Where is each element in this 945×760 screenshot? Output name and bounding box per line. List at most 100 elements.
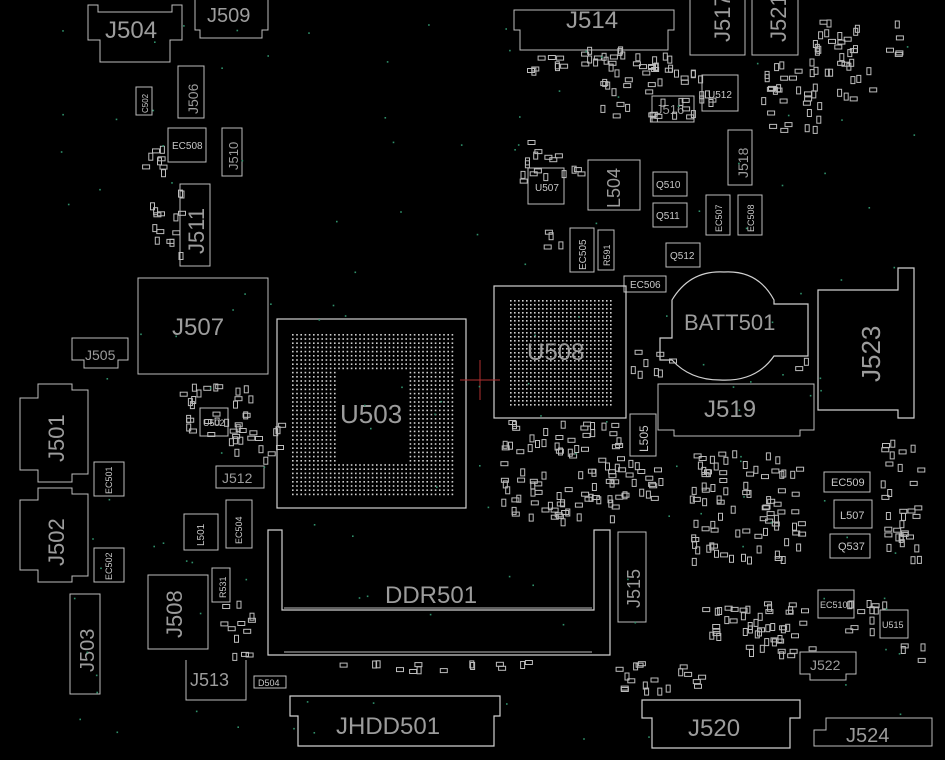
test-point [95, 674, 98, 677]
passive-pad [215, 384, 224, 390]
component-U507[interactable]: U507 [527, 167, 565, 205]
passive-pad [541, 471, 547, 480]
test-point [845, 684, 847, 686]
component-EC501[interactable]: EC501 [93, 461, 125, 497]
label-C502: C502 [141, 93, 150, 113]
passive-pad [777, 509, 786, 515]
component-Q510[interactable]: Q510 [652, 171, 688, 197]
component-J523[interactable]: J523 [817, 267, 915, 419]
component-U512[interactable]: U512 [701, 74, 739, 112]
component-J513[interactable]: J513 [185, 660, 247, 701]
passive-pad [757, 628, 762, 637]
passive-pad [869, 87, 878, 93]
passive-pad [632, 61, 641, 67]
passive-pad [697, 461, 703, 470]
component-Q512[interactable]: Q512 [665, 242, 701, 268]
component-J509[interactable]: J509 [194, 0, 269, 39]
passive-pad [790, 470, 796, 479]
component-EC508[interactable]: EC508 [167, 127, 207, 163]
component-J503[interactable]: J503 [69, 593, 101, 695]
test-point [344, 315, 347, 317]
component-EC507[interactable]: EC507 [705, 194, 731, 236]
passive-pad [584, 496, 593, 502]
component-JHDD501[interactable]: JHDD501 [289, 695, 501, 747]
component-EC505[interactable]: EC505 [569, 227, 595, 273]
passive-pad [278, 422, 287, 428]
label-J501: J501 [44, 414, 69, 462]
passive-pad [853, 45, 858, 54]
passive-pad [637, 661, 646, 667]
passive-pad [601, 422, 607, 431]
component-EC509[interactable]: EC509 [823, 471, 871, 493]
passive-pad [191, 383, 197, 392]
label-R591: R591 [602, 244, 612, 266]
component-DDR501[interactable]: DDR501 [267, 529, 611, 656]
passive-pad [534, 481, 543, 487]
component-EC504[interactable]: EC504 [225, 499, 253, 549]
test-point [99, 188, 101, 191]
component-U508[interactable]: U508 [493, 285, 627, 419]
component-BATT501[interactable]: BATT501 [659, 271, 809, 381]
passive-pad [909, 480, 918, 486]
component-EC508b[interactable]: EC508 [737, 194, 763, 236]
component-J508[interactable]: J508 [147, 574, 209, 650]
component-EC506[interactable]: EC506 [623, 275, 667, 293]
component-J514[interactable]: J514 [513, 7, 675, 51]
component-J501[interactable]: J501 [19, 383, 89, 483]
label-EC508: EC508 [172, 141, 203, 152]
component-R531[interactable]: R531 [211, 567, 231, 603]
component-R591[interactable]: R591 [597, 229, 615, 271]
passive-pad [856, 74, 862, 83]
test-point [79, 718, 81, 721]
component-J520[interactable]: J520 [641, 699, 801, 749]
passive-pad [593, 58, 599, 67]
passive-pad [766, 86, 775, 92]
test-point [648, 736, 650, 738]
component-J518[interactable]: J518 [727, 129, 753, 186]
component-C502[interactable]: C502 [135, 86, 153, 116]
passive-pad [698, 75, 704, 84]
passive-pad [747, 556, 752, 565]
component-J504[interactable]: J504 [87, 4, 183, 63]
component-J507[interactable]: J507 [137, 277, 269, 375]
component-EC510[interactable]: EC510 [817, 589, 855, 619]
component-J502[interactable]: J502 [19, 487, 89, 583]
component-Q537[interactable]: Q537 [829, 533, 871, 559]
passive-pad [637, 370, 643, 379]
passive-pad [624, 672, 630, 681]
component-J510[interactable]: J510 [221, 127, 243, 177]
passive-pad [742, 490, 751, 496]
component-U503[interactable]: U503 [276, 318, 467, 509]
passive-pad [898, 449, 907, 455]
passive-pad [232, 652, 238, 661]
component-J517[interactable]: J517 [689, 0, 746, 56]
component-J512[interactable]: J512 [215, 465, 265, 489]
passive-pad [234, 448, 240, 457]
passive-pad [238, 436, 244, 445]
component-U515[interactable]: U515 [879, 609, 909, 639]
test-point [558, 90, 561, 92]
component-J505[interactable]: J505 [71, 337, 129, 369]
passive-pad [681, 97, 690, 103]
component-J522[interactable]: J522 [799, 651, 857, 681]
component-D504[interactable]: D504 [253, 675, 287, 689]
component-L505[interactable]: L505 [629, 413, 657, 457]
component-EC502[interactable]: EC502 [93, 547, 125, 583]
component-J515[interactable]: J515 [617, 531, 647, 623]
passive-pad [701, 466, 707, 475]
component-J519[interactable]: J519 [657, 383, 815, 437]
passive-pad [811, 90, 817, 99]
passive-pad [598, 457, 607, 463]
passive-pad [889, 451, 895, 460]
component-J506[interactable]: J506 [177, 65, 205, 119]
component-L501[interactable]: L501 [183, 513, 219, 551]
component-L507[interactable]: L507 [833, 499, 873, 529]
component-Q511[interactable]: Q511 [652, 202, 688, 228]
passive-pad [235, 387, 241, 396]
component-J524[interactable]: J524 [813, 717, 933, 747]
component-L504[interactable]: L504 [587, 159, 641, 211]
passive-pad [159, 164, 168, 170]
component-J511[interactable]: J511 [179, 183, 211, 267]
passive-pad [828, 68, 834, 77]
component-J521[interactable]: J521 [751, 0, 799, 56]
